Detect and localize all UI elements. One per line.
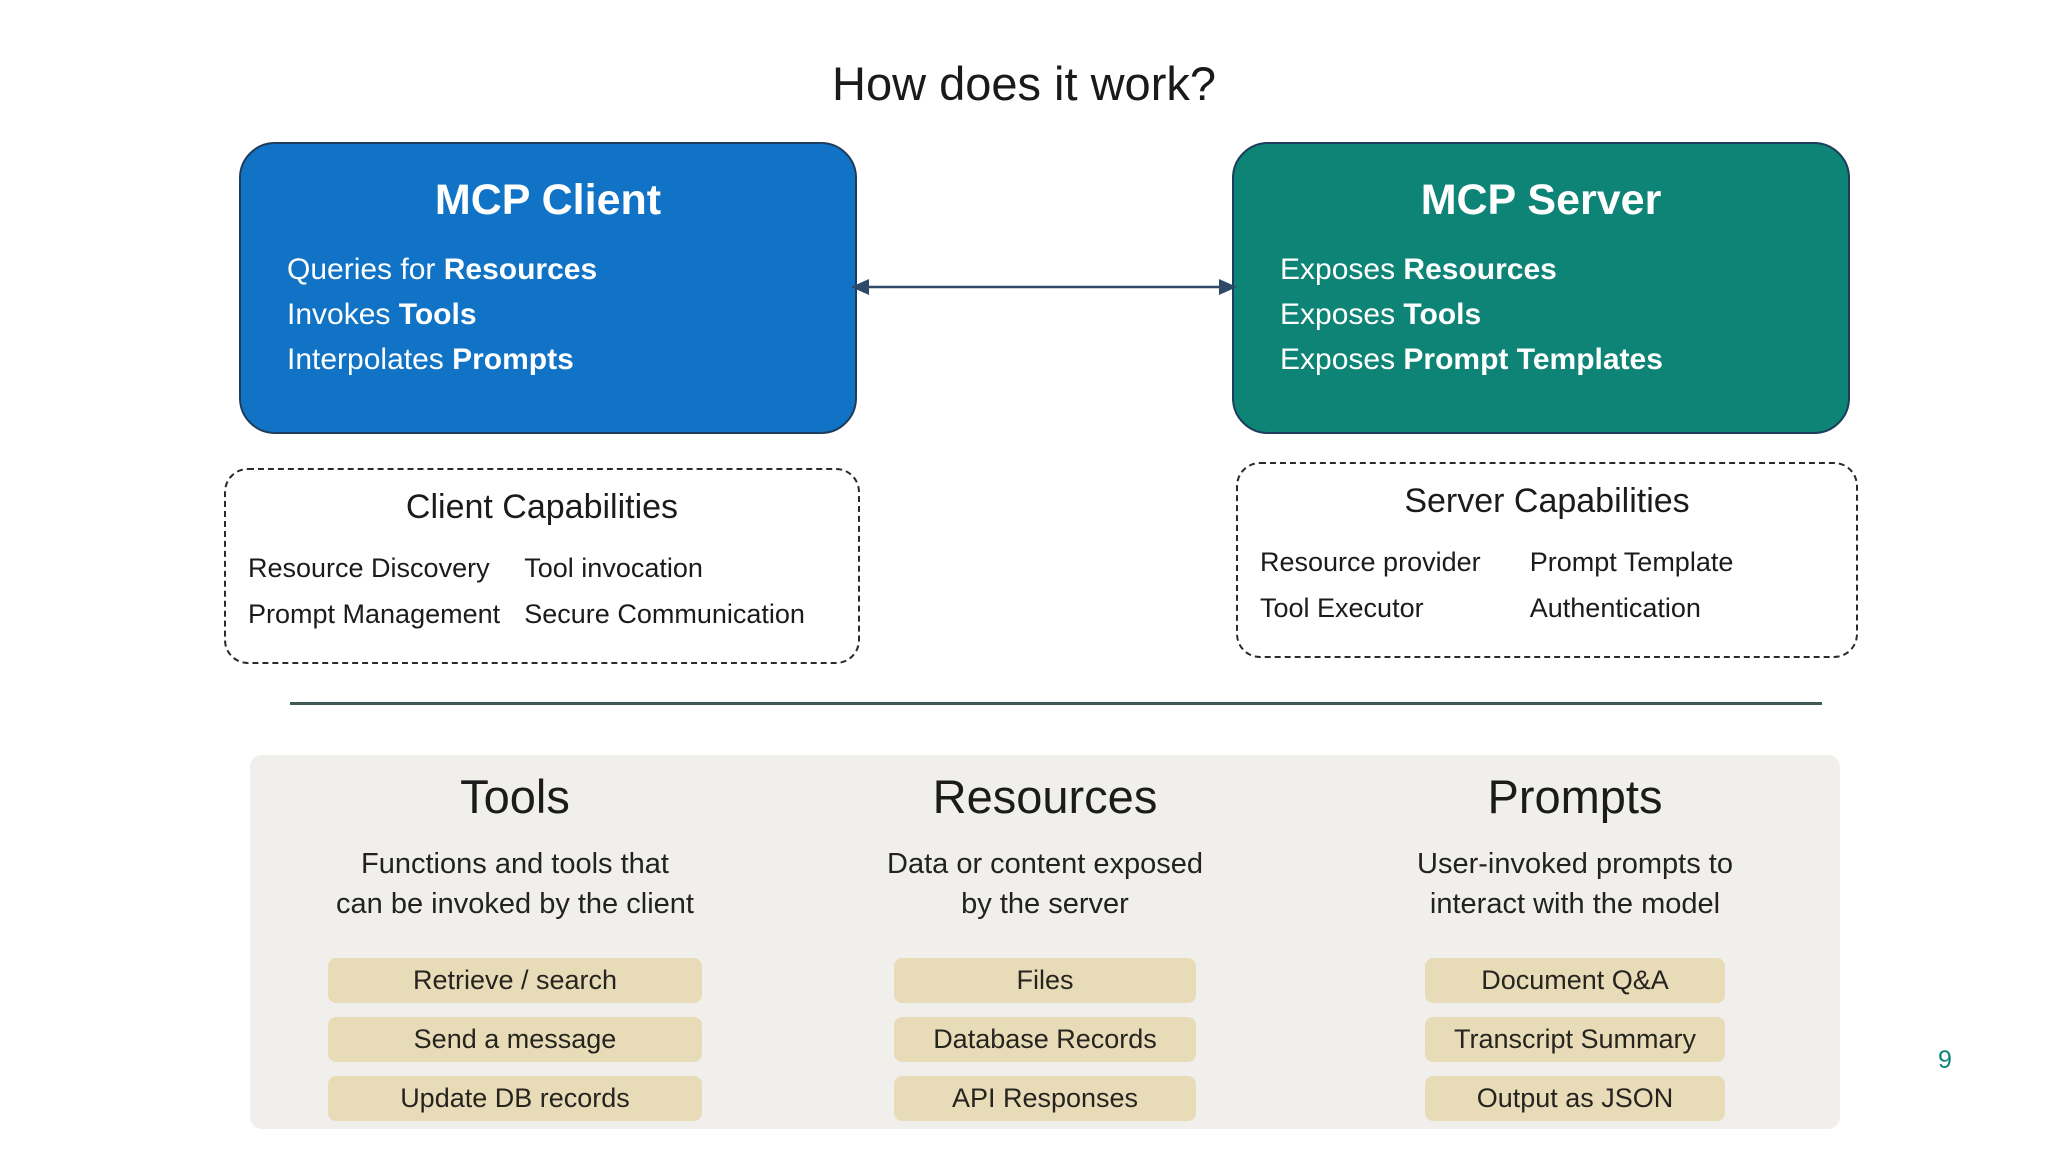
client-line-prefix: Interpolates — [287, 343, 453, 376]
server-line-prefix: Exposes — [1280, 298, 1404, 331]
tools-description: Functions and tools that can be invoked … — [336, 848, 694, 920]
prompts-column: Prompts User-invoked prompts to interact… — [1310, 755, 1840, 1129]
client-line-bold: Resources — [443, 253, 598, 286]
server-line-prefix: Exposes — [1280, 253, 1404, 286]
server-capability-item: Prompt Template — [1529, 547, 1734, 577]
server-capabilities-grid: Resource provider Prompt Template Tool E… — [1238, 547, 1856, 624]
server-line-bold: Tools — [1403, 298, 1482, 331]
server-capabilities-title: Server Capabilities — [1404, 482, 1690, 520]
server-capability-item: Resource provider — [1260, 547, 1481, 577]
client-capability-item: Prompt Management — [248, 599, 501, 629]
resources-buttons: Files Database Records API Responses — [894, 958, 1196, 1121]
mcp-client-title: MCP Client — [434, 176, 662, 224]
resources-example-chip: API Responses — [894, 1076, 1196, 1121]
client-line: Invokes Tools — [287, 292, 855, 337]
prompts-title: Prompts — [1487, 770, 1663, 823]
server-line: Exposes Prompt Templates — [1280, 337, 1848, 382]
client-capability-item: Resource Discovery — [248, 553, 490, 583]
client-line: Queries for Resources — [287, 247, 855, 292]
bidirectional-arrow-icon — [851, 279, 1237, 295]
resources-description: Data or content exposed by the server — [887, 848, 1203, 920]
tools-column: Tools Functions and tools that can be in… — [250, 755, 780, 1129]
server-line: Exposes Tools — [1280, 292, 1848, 337]
client-line-bold: Prompts — [452, 343, 574, 376]
server-capability-item: Tool Executor — [1260, 593, 1424, 623]
slide-title: How does it work? — [832, 57, 1216, 110]
prompts-example-chip: Output as JSON — [1425, 1076, 1725, 1121]
prompts-description: User-invoked prompts to interact with th… — [1417, 848, 1733, 920]
mcp-server-lines: Exposes Resources Exposes Tools Exposes … — [1234, 247, 1848, 382]
mcp-client-box: MCP Client Queries for Resources Invokes… — [239, 142, 857, 434]
server-capability-item: Authentication — [1529, 593, 1701, 623]
client-capabilities-box: Client Capabilities Resource Discovery T… — [224, 468, 860, 664]
server-line-bold: Prompt Templates — [1403, 343, 1663, 376]
server-line-prefix: Exposes — [1280, 343, 1404, 376]
mcp-server-title: MCP Server — [1420, 176, 1662, 224]
tools-example-chip: Send a message — [328, 1017, 702, 1062]
resources-example-chip: Files — [894, 958, 1196, 1003]
primitives-panel: Tools Functions and tools that can be in… — [250, 755, 1840, 1129]
server-line: Exposes Resources — [1280, 247, 1848, 292]
client-line-bold: Tools — [398, 298, 477, 331]
tools-example-chip: Retrieve / search — [328, 958, 702, 1003]
resources-example-chip: Database Records — [894, 1017, 1196, 1062]
client-line-prefix: Queries for — [287, 253, 444, 286]
horizontal-divider — [290, 702, 1822, 705]
client-line-prefix: Invokes — [287, 298, 399, 331]
server-line-bold: Resources — [1403, 253, 1557, 286]
tools-title: Tools — [460, 770, 570, 823]
client-capabilities-grid: Resource Discovery Tool invocation Promp… — [226, 553, 858, 630]
tools-buttons: Retrieve / search Send a message Update … — [328, 958, 702, 1121]
resources-title: Resources — [932, 770, 1158, 823]
client-capabilities-title: Client Capabilities — [405, 488, 679, 526]
client-line: Interpolates Prompts — [287, 337, 855, 382]
page-number: 9 — [1938, 1046, 1952, 1074]
prompts-example-chip: Document Q&A — [1425, 958, 1725, 1003]
client-capability-item: Tool invocation — [524, 553, 703, 583]
prompts-buttons: Document Q&A Transcript Summary Output a… — [1425, 958, 1725, 1121]
tools-example-chip: Update DB records — [328, 1076, 702, 1121]
prompts-example-chip: Transcript Summary — [1425, 1017, 1725, 1062]
mcp-client-lines: Queries for Resources Invokes Tools Inte… — [241, 247, 855, 382]
server-capabilities-box: Server Capabilities Resource provider Pr… — [1236, 462, 1858, 658]
mcp-server-box: MCP Server Exposes Resources Exposes Too… — [1232, 142, 1850, 434]
resources-column: Resources Data or content exposed by the… — [780, 755, 1310, 1129]
client-capability-item: Secure Communication — [524, 599, 805, 629]
